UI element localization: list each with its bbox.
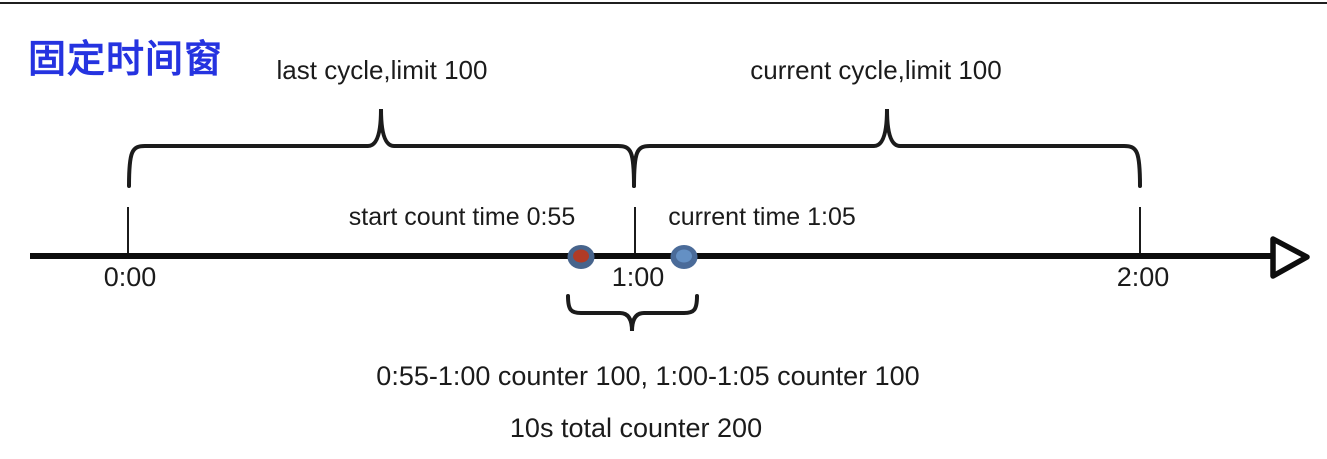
counter-note-line2: 10s total counter 200 <box>509 413 763 443</box>
current-time-label: current time 1:05 <box>668 203 856 231</box>
start-count-label: start count time 0:55 <box>348 203 576 231</box>
tick-label-0-00: 0:00 <box>103 262 157 292</box>
under-brace-counted-span <box>566 294 699 332</box>
current-time-marker <box>670 245 698 269</box>
tick-label-2-00: 2:00 <box>1116 262 1170 292</box>
start-count-marker <box>567 245 595 269</box>
brace-current-cycle <box>632 108 1142 188</box>
current-time-marker-dot <box>676 249 692 263</box>
start-count-marker-dot <box>573 249 589 263</box>
brace-last-cycle <box>127 108 636 188</box>
last-cycle-label: last cycle,limit 100 <box>276 55 488 85</box>
tick-label-1-00: 1:00 <box>611 262 665 292</box>
top-divider <box>0 2 1327 4</box>
counter-note-line1: 0:55-1:00 counter 100, 1:00-1:05 counter… <box>376 361 920 391</box>
arrow-right-icon <box>1270 236 1310 279</box>
current-cycle-label: current cycle,limit 100 <box>750 55 1002 85</box>
page-title: 固定时间窗 <box>28 39 224 81</box>
